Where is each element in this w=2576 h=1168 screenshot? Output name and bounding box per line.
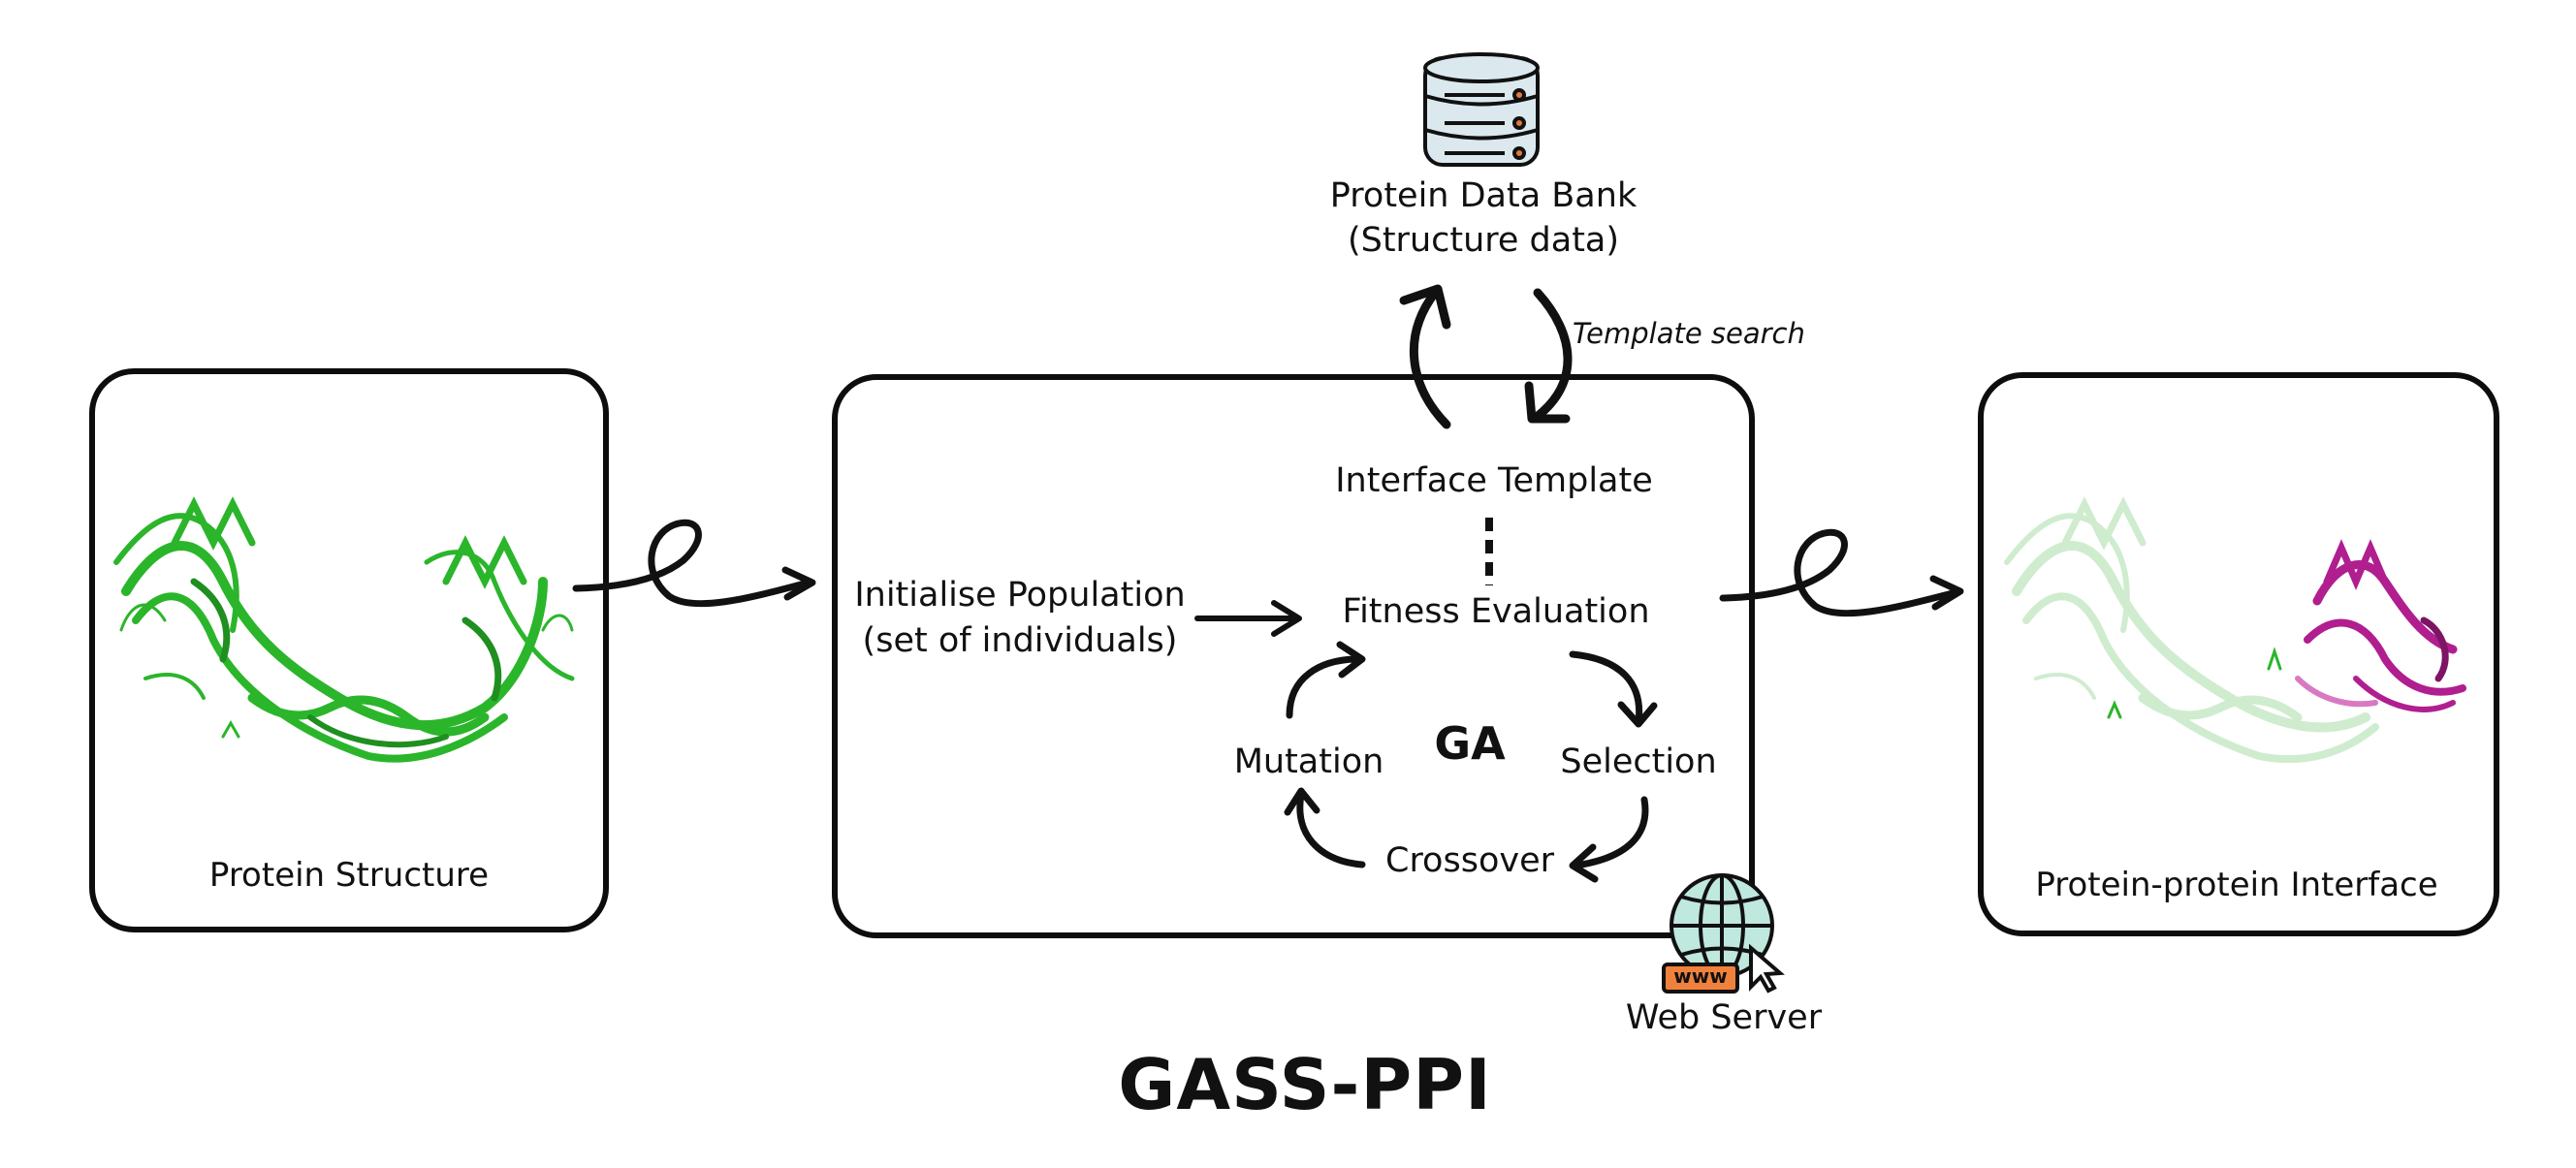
initialise-arrow-icon — [1194, 600, 1302, 637]
www-badge-label: www — [1673, 964, 1728, 988]
curly-arrow-right-icon — [1719, 528, 1964, 617]
interface-template-label: Interface Template — [1335, 461, 1653, 500]
database-label-line1: Protein Data Bank — [1329, 176, 1638, 215]
protein-structure-label: Protein Structure — [208, 856, 490, 895]
crossover-to-mutation-head-icon — [1284, 787, 1320, 816]
protein-ribbon-green-icon — [113, 496, 575, 763]
crossover-to-mutation-arrow-icon — [1296, 791, 1366, 868]
selection-to-crossover-head-icon — [1569, 843, 1599, 883]
mutation-label: Mutation — [1233, 742, 1384, 781]
initialise-population-line1: Initialise Population — [854, 576, 1186, 615]
upload-arrow-head-icon — [1399, 284, 1451, 330]
selection-label: Selection — [1560, 742, 1717, 781]
initialise-population-line2: (set of individuals) — [862, 621, 1178, 660]
diagram-title: GASS-PPI — [1118, 1044, 1492, 1125]
template-search-arrow-icon — [1532, 288, 1573, 422]
protein-interface-label: Protein-protein Interface — [2035, 866, 2438, 904]
mutation-to-fitness-arrow-icon — [1286, 655, 1363, 719]
ga-label: GA — [1434, 717, 1506, 770]
selection-to-crossover-arrow-icon — [1572, 796, 1649, 869]
ga-workflow-panel — [832, 374, 1755, 938]
mutation-to-fitness-head-icon — [1336, 641, 1366, 679]
protein-ribbon-complex-icon — [2004, 496, 2466, 764]
protein-interface-panel — [1978, 372, 2499, 936]
fitness-to-selection-head-icon — [1617, 701, 1658, 728]
web-server-label: Web Server — [1625, 998, 1823, 1037]
upload-arrow-icon — [1410, 288, 1451, 429]
template-search-arrow-head-icon — [1524, 381, 1571, 424]
globe-icon — [1662, 873, 1785, 994]
fitness-evaluation-label: Fitness Evaluation — [1342, 592, 1650, 631]
curly-arrow-left-icon — [572, 519, 816, 608]
fitness-to-selection-arrow-icon — [1569, 650, 1643, 726]
template-search-label: Template search — [1573, 317, 1805, 350]
database-label-line2: (Structure data) — [1347, 221, 1620, 260]
database-icon — [1423, 52, 1540, 167]
crossover-label: Crossover — [1385, 841, 1554, 880]
